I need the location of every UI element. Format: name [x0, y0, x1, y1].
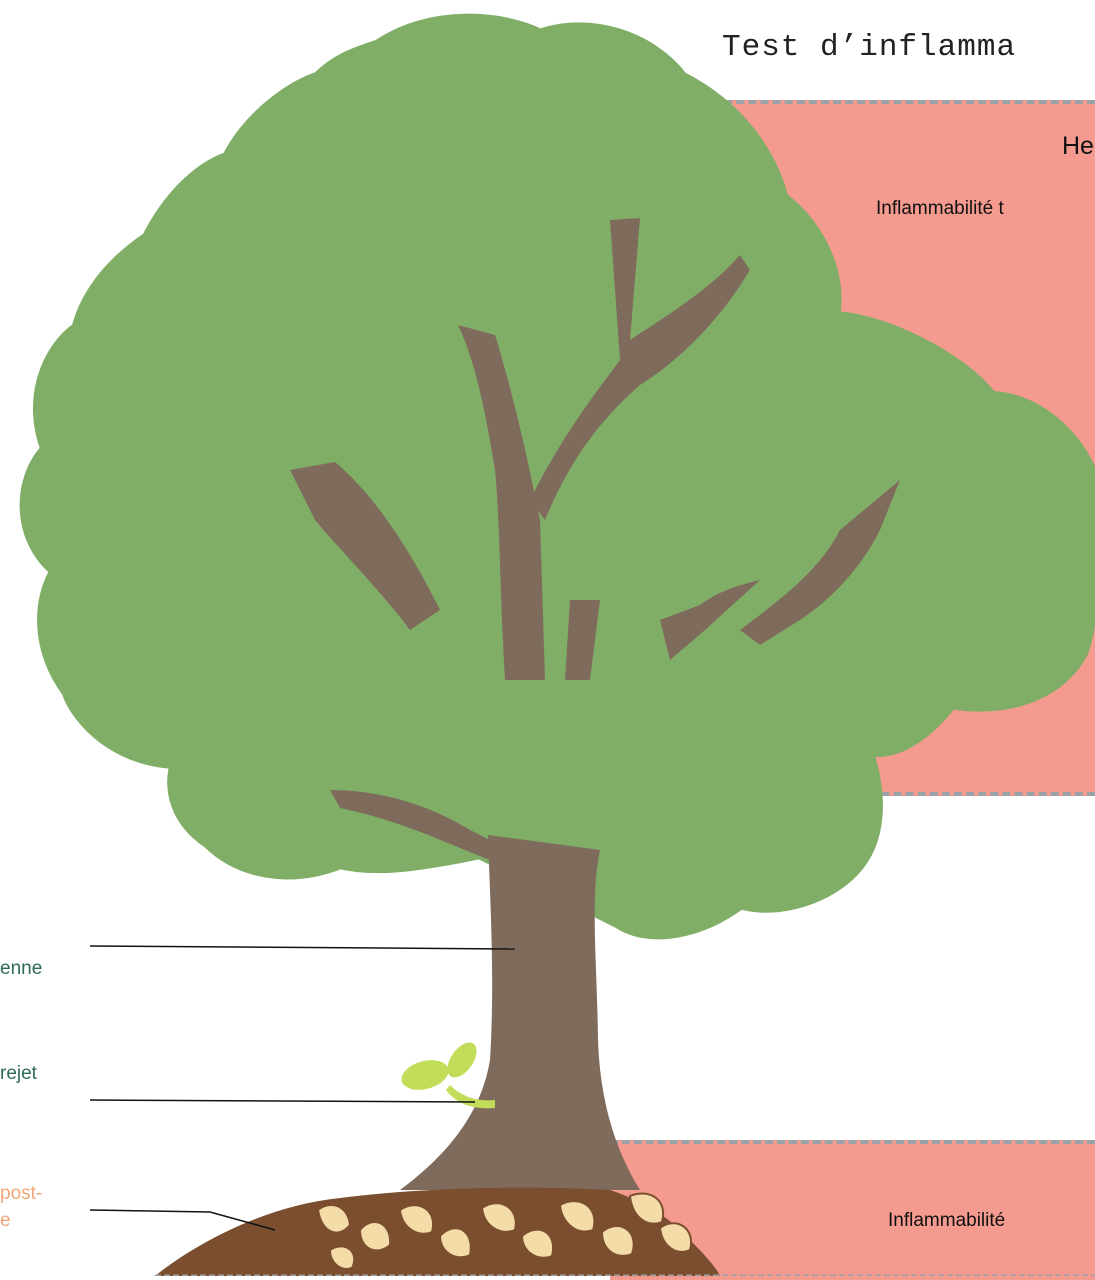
side-label-3-line1: post-	[0, 1183, 43, 1204]
leaf-litter-icon	[316, 1192, 693, 1270]
side-label-1: enne	[0, 958, 43, 979]
side-label-3: post- e	[0, 1180, 42, 1234]
page-title: Test d’inflamma	[722, 30, 1017, 65]
callout-lines	[89, 945, 516, 1231]
top-panel-heading: He	[1062, 132, 1094, 160]
side-label-3-line2: e	[0, 1210, 11, 1231]
side-label-2: rejet	[0, 1063, 37, 1084]
sprout-icon	[401, 1042, 495, 1109]
bottom-panel-caption: Inflammabilité	[888, 1210, 1006, 1231]
trunk	[290, 218, 900, 1190]
top-panel-caption: Inflammabilité t	[876, 198, 1004, 219]
